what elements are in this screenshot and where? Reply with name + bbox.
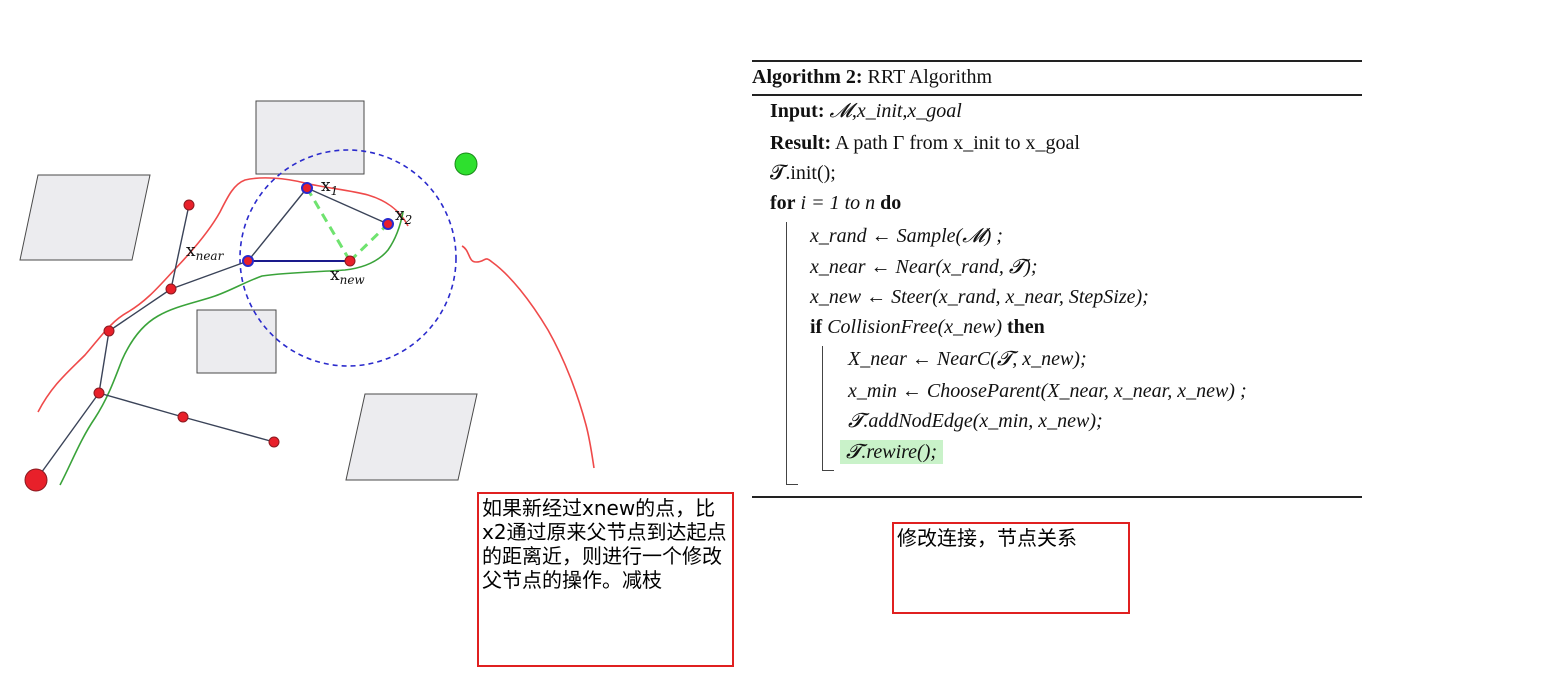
boundary-curve-green [59,211,404,486]
for-block-bar [786,222,787,484]
rrt-diagram: x1 x2 xnear xnew [19,100,595,492]
label-x1: x1 [321,176,338,198]
tree-node [177,411,189,423]
nearc-line: X_near ← NearC(𝓣, x_new); [848,348,1087,370]
sample-line: x_rand ← Sample(𝓜) ; [810,225,1003,247]
chooseparent-line: x_min ← ChooseParent(X_near, x_near, x_n… [848,380,1247,402]
tree-edge [306,187,389,225]
boundary-curve-red [37,177,409,413]
tree-node [165,283,177,295]
rewire-edge [348,222,390,263]
for-line: for i = 1 to n do [770,192,902,214]
near-radius-circle [239,149,457,367]
tree-edge [170,260,249,290]
tree-edge [182,416,275,443]
note-right: 修改连接，节点关系 [892,522,1130,614]
boundary-curve-red [461,245,595,469]
init-line: 𝓣.init(); [770,162,836,184]
if-line: if CollisionFree(x_new) then [810,316,1045,338]
tree-edge [170,204,190,290]
algorithm-title: Algorithm 2: RRT Algorithm [752,66,993,88]
x1-node [301,182,313,194]
tree-node [183,199,195,211]
x2-node [382,218,394,230]
tree-edge [35,392,100,481]
tree-edge [247,187,308,262]
for-block-end [786,484,798,485]
input-line: Input: 𝓜,x_init,x_goal [770,100,962,122]
label-xnear: xnear [186,241,225,263]
header-rule [752,94,1362,96]
tree-node [103,325,115,337]
top-rule [752,60,1362,62]
near-line: x_near ← Near(x_rand, 𝓣); [810,256,1038,278]
rewire-line: 𝓣.rewire(); [840,440,944,464]
tree-edge [98,392,184,418]
obstacle [19,174,151,261]
obstacle [196,309,277,374]
algorithm-box: Algorithm 2: RRT Algorithm Input: 𝓜,x_in… [752,60,1362,500]
addnodedge-line: 𝓣.addNodEdge(x_min, x_new); [848,410,1103,432]
xnear-node [242,255,254,267]
tree-node [268,436,280,448]
obstacle [345,393,478,481]
label-xnew: xnew [330,265,365,287]
tree-node [93,387,105,399]
if-block-end [822,470,834,471]
tree-edge [108,288,172,332]
obstacle [255,100,365,175]
note-left: 如果新经过xnew的点，比x2通过原来父节点到达起点的距离近，则进行一个修改父节… [477,492,734,667]
bottom-rule [752,496,1362,498]
start-node [24,468,48,492]
if-block-bar [822,346,823,470]
result-line: Result: A path Γ from x_init to x_goal [770,132,1080,154]
xnew-node [344,255,356,267]
tree-edge [98,330,110,394]
steer-line: x_new ← Steer(x_rand, x_near, StepSize); [810,286,1149,308]
goal-node [454,152,478,176]
rewire-edge [305,187,352,262]
label-x2: x2 [395,205,412,227]
